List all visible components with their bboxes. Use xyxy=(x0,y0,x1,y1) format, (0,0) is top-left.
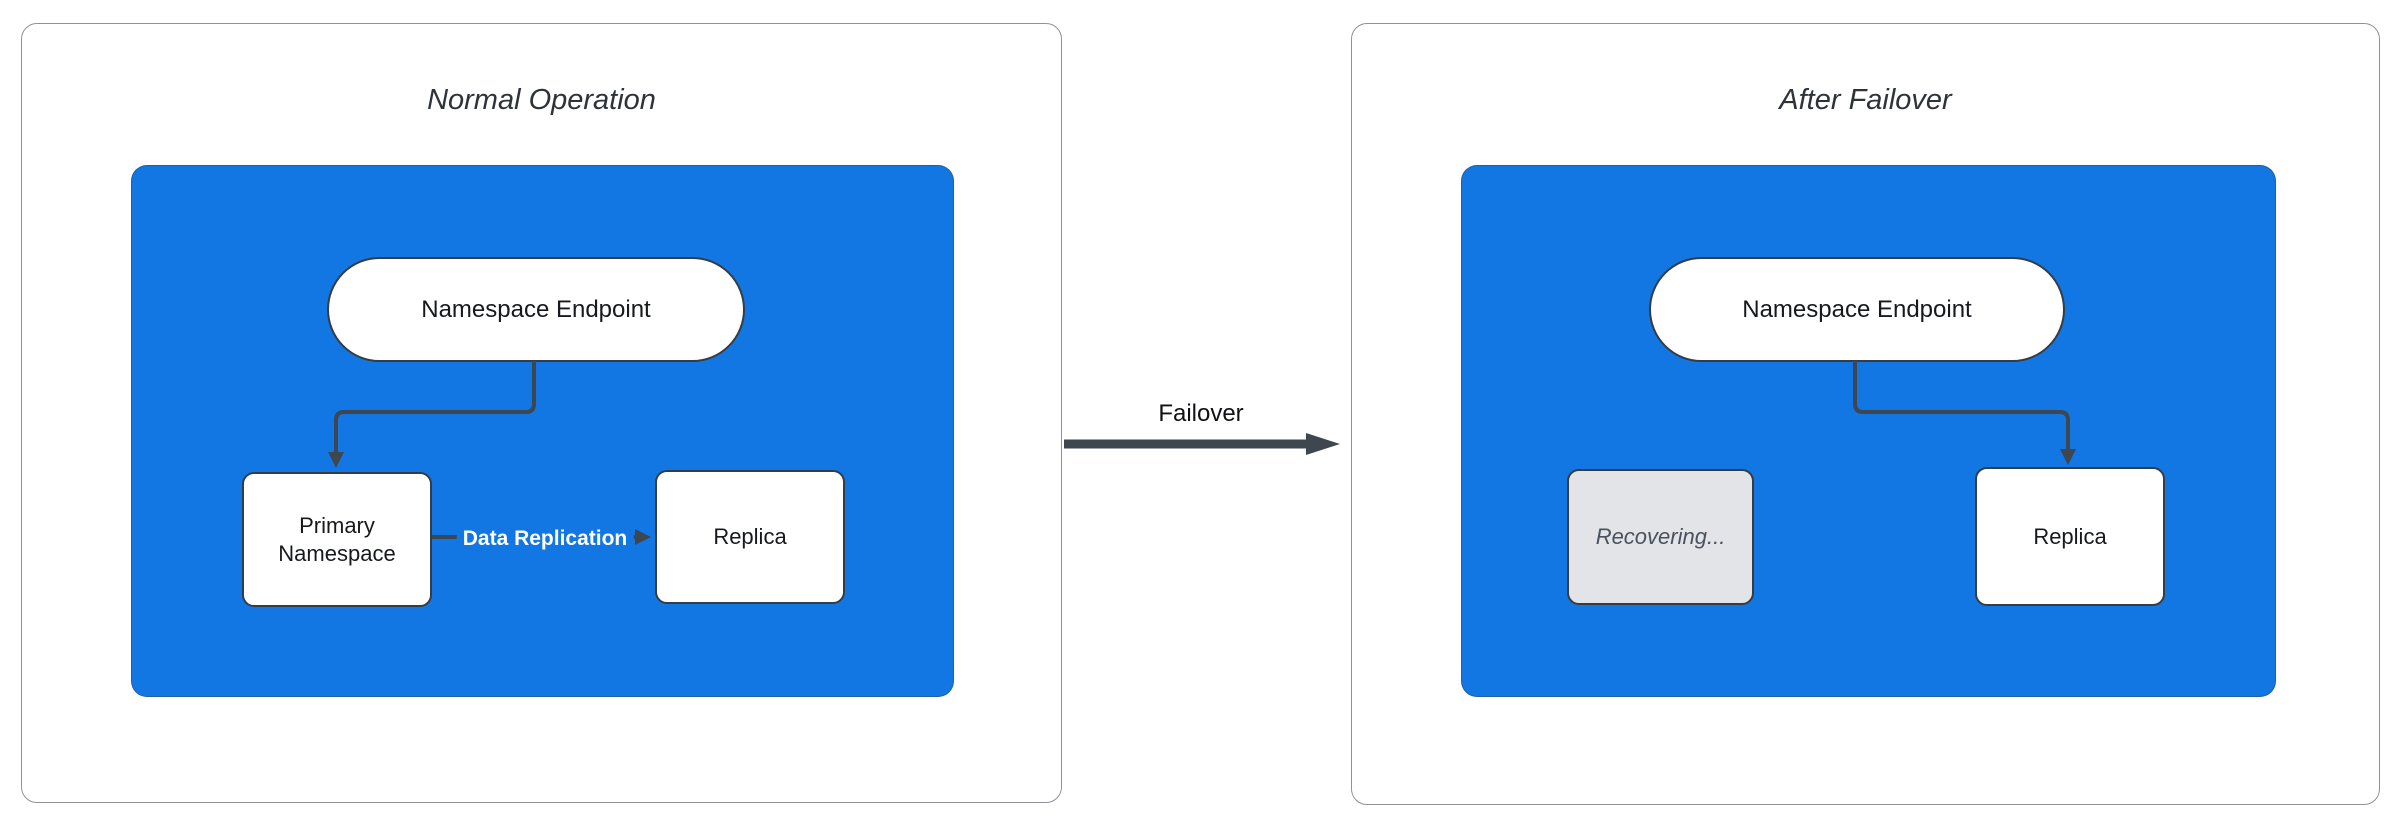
node-label: Namespace Endpoint xyxy=(1742,295,1972,323)
panel-after-failover: After Failover Namespace Endpoint Recove… xyxy=(1351,23,2380,805)
node-label: Replica xyxy=(713,524,787,549)
namespace-container-left: Namespace Endpoint Primary Namespace Rep… xyxy=(131,165,954,697)
node-replica-left: Replica xyxy=(655,470,845,604)
node-replica-right: Replica xyxy=(1975,467,2165,606)
node-recovering: Recovering... xyxy=(1567,469,1754,605)
panel-title-after-failover: After Failover xyxy=(1779,84,1952,116)
namespace-container-right: Namespace Endpoint Recovering... Replica xyxy=(1461,165,2276,697)
node-label: Replica xyxy=(2033,523,2107,549)
node-primary-namespace: Primary Namespace xyxy=(242,472,432,607)
node-label: Primary Namespace xyxy=(278,512,396,566)
failover-arrow-label: Failover xyxy=(1158,400,1244,427)
node-namespace-endpoint-right: Namespace Endpoint xyxy=(1649,257,2065,362)
edge-label-data-replication: Data Replication xyxy=(456,525,634,553)
node-namespace-endpoint-left: Namespace Endpoint xyxy=(327,257,745,362)
node-label: Namespace Endpoint xyxy=(421,295,651,323)
panel-title-normal-operation: Normal Operation xyxy=(427,84,656,116)
panel-normal-operation: Normal Operation Namespace Endpoint Prim… xyxy=(21,23,1062,803)
node-label: Recovering... xyxy=(1595,524,1726,549)
